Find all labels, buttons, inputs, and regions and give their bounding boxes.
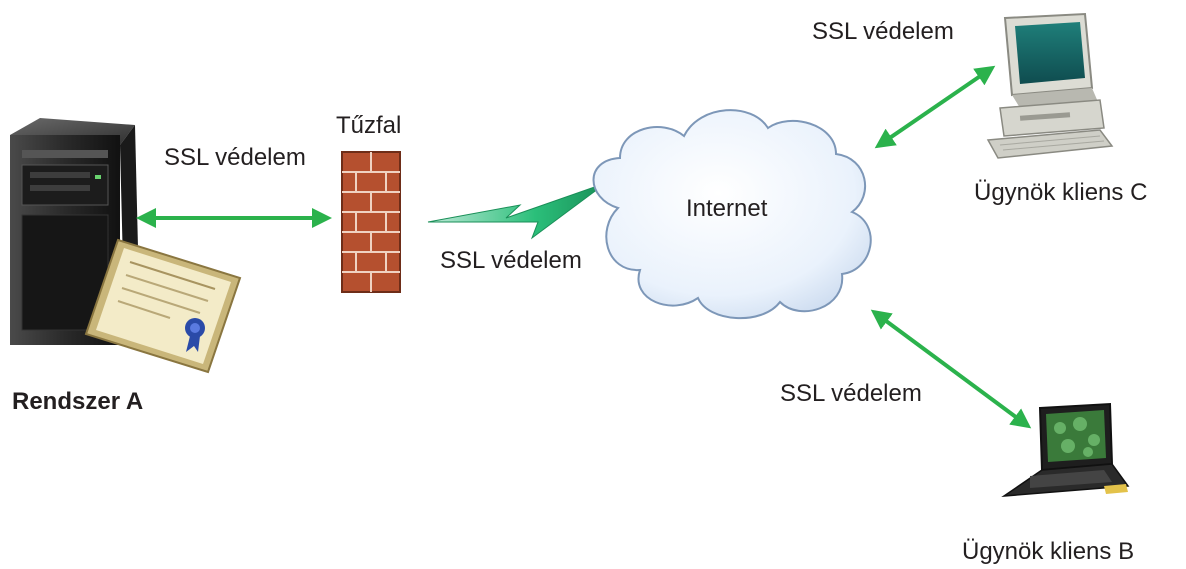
ssl-label-system-firewall: SSL védelem [164, 144, 306, 171]
server-icon [10, 118, 140, 345]
desktop-computer-icon [986, 12, 1114, 159]
ssl-label-client-b: SSL védelem [780, 380, 922, 407]
ssl-arrow-client-c [874, 65, 996, 149]
system-a-label: Rendszer A [12, 388, 144, 415]
client-c-label: Ügynök kliens C [974, 179, 1148, 206]
laptop-icon [1001, 402, 1130, 497]
certificate-icon [84, 238, 242, 374]
cloud-icon [592, 109, 872, 320]
client-b-label: Ügynök kliens B [962, 538, 1135, 565]
ssl-label-client-c: SSL védelem [812, 18, 954, 45]
firewall-icon [341, 151, 401, 293]
internet-label: Internet [686, 195, 768, 222]
firewall-label: Tűzfal [336, 112, 402, 139]
ssl-label-firewall-internet: SSL védelem [440, 247, 582, 274]
lightning-link-icon [427, 182, 607, 240]
ssl-arrow-client-b [870, 309, 1032, 429]
